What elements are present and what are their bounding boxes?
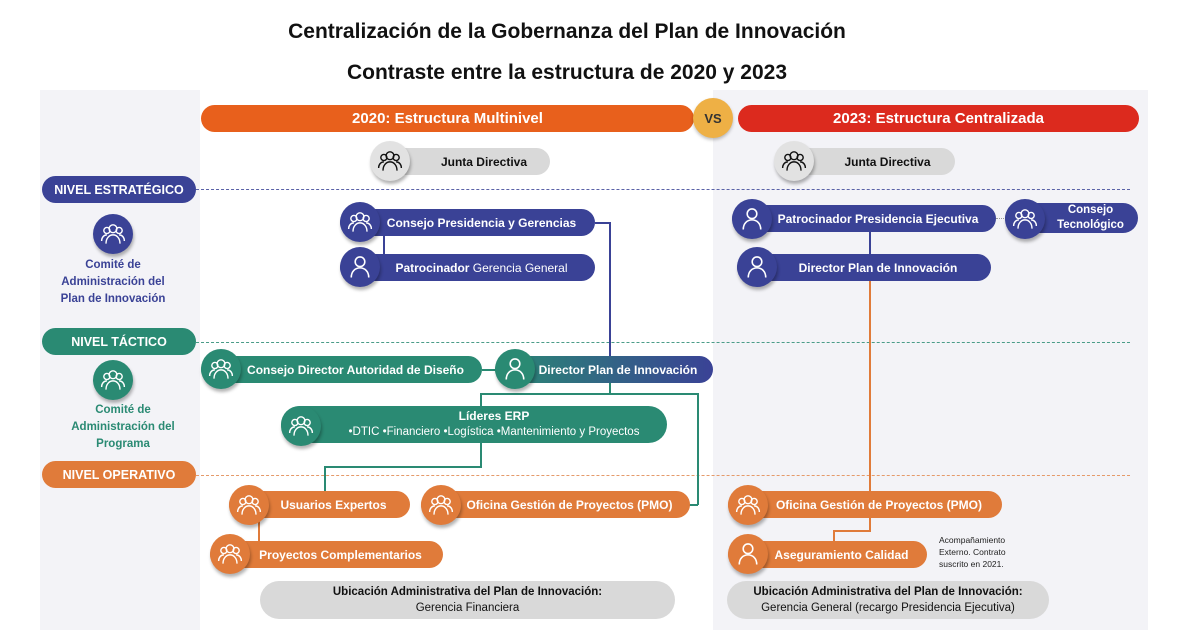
connector	[869, 281, 871, 491]
connector	[869, 518, 871, 531]
label-rest: Gerencia General	[469, 260, 568, 275]
group-icon	[210, 534, 250, 574]
tactical-divider	[196, 342, 1130, 343]
note-line: suscrito en 2021.	[939, 559, 1004, 569]
group-icon	[340, 202, 380, 242]
node-patrocinador-2023: Patrocinador Presidencia Ejecutiva	[732, 205, 996, 232]
group-icon	[93, 214, 133, 254]
node-pmo-2023: Oficina Gestión de Proyectos (PMO)	[728, 491, 1002, 518]
connector	[480, 393, 482, 406]
node-director-plan-2023: Director Plan de Innovación	[737, 254, 991, 281]
group-icon	[728, 485, 768, 525]
person-icon	[495, 349, 535, 389]
label-line: Tecnológico	[1057, 219, 1124, 231]
node-patrocinador-2020: Patrocinador Gerencia General	[340, 254, 595, 281]
header-2020: 2020: Estructura Multinivel	[201, 105, 694, 132]
ubicacion-label: Ubicación Administrativa del Plan de Inn…	[332, 586, 603, 598]
lideres-items: •DTIC •Financiero •Logística •Mantenimie…	[348, 426, 640, 438]
group-icon	[421, 485, 461, 525]
person-icon	[728, 534, 768, 574]
group-icon	[281, 406, 321, 446]
person-icon	[732, 199, 772, 239]
committee-programa: Comité de Administración del Programa	[45, 402, 201, 453]
person-icon	[340, 247, 380, 287]
level-operational: NIVEL OPERATIVO	[42, 461, 196, 488]
ubicacion-2020: Ubicación Administrativa del Plan de Inn…	[260, 581, 675, 619]
calidad-note: Acompañamiento Externo. Contrato suscrit…	[939, 534, 1006, 570]
levels-column	[40, 90, 200, 630]
committee-line: Administración del	[61, 276, 165, 288]
group-icon	[774, 141, 814, 181]
connector	[697, 393, 699, 505]
committee-line: Plan de Innovación	[60, 293, 166, 305]
lideres-title: Líderes ERP	[458, 409, 530, 423]
group-icon	[229, 485, 269, 525]
note-line: Externo. Contrato	[939, 547, 1006, 557]
node-junta-2023: Junta Directiva	[792, 148, 955, 175]
node-lideres-erp: Líderes ERP •DTIC •Financiero •Logística…	[281, 406, 667, 443]
strategic-divider	[196, 189, 1130, 190]
ubicacion-value: Gerencia Financiera	[415, 602, 520, 614]
ubicacion-2023: Ubicación Administrativa del Plan de Inn…	[727, 581, 1049, 619]
connector	[324, 466, 482, 468]
ubicacion-label: Ubicación Administrativa del Plan de Inn…	[753, 586, 1023, 598]
page-subtitle: Contraste entre la estructura de 2020 y …	[346, 61, 788, 84]
group-icon	[201, 349, 241, 389]
node-junta-2020: Junta Directiva	[390, 148, 550, 175]
committee-line: Administración del	[71, 421, 175, 433]
committee-line: Programa	[96, 438, 150, 450]
person-icon	[737, 247, 777, 287]
node-consejo-director: Consejo Director Autoridad de Diseño	[201, 356, 482, 383]
connector	[833, 530, 871, 532]
note-line: Acompañamiento	[939, 535, 1006, 545]
connector	[869, 232, 871, 254]
committee-line: Comité de	[95, 404, 151, 416]
connector	[482, 369, 496, 371]
operational-divider	[196, 475, 1130, 476]
group-icon	[1005, 199, 1045, 239]
ubicacion-value: Gerencia General (recargo Presidencia Ej…	[761, 602, 1015, 614]
group-icon	[93, 360, 133, 400]
label-bold: Patrocinador	[395, 260, 470, 275]
connector	[258, 518, 260, 541]
connector	[480, 442, 482, 467]
node-consejo-presidencia: Consejo Presidencia y Gerencias	[340, 209, 595, 236]
vs-badge: VS	[693, 98, 733, 138]
label-line: Consejo	[1067, 204, 1114, 216]
connector	[609, 222, 611, 357]
level-tactical: NIVEL TÁCTICO	[42, 328, 196, 355]
connector	[480, 393, 698, 395]
node-pmo-2020: Oficina Gestión de Proyectos (PMO)	[421, 491, 690, 518]
level-strategic: NIVEL ESTRATÉGICO	[42, 176, 196, 203]
connector	[996, 218, 1006, 219]
header-2023: 2023: Estructura Centralizada	[738, 105, 1139, 132]
connector	[595, 222, 611, 224]
connector	[833, 530, 835, 541]
committee-line: Comité de	[85, 259, 141, 271]
connector	[609, 383, 611, 394]
page-title: Centralización de la Gobernanza del Plan…	[288, 20, 846, 43]
connector	[688, 504, 698, 506]
group-icon	[370, 141, 410, 181]
connector	[324, 466, 326, 491]
connector	[383, 236, 385, 254]
committee-plan: Comité de Administración del Plan de Inn…	[35, 257, 191, 308]
panel-2023	[713, 90, 1148, 630]
